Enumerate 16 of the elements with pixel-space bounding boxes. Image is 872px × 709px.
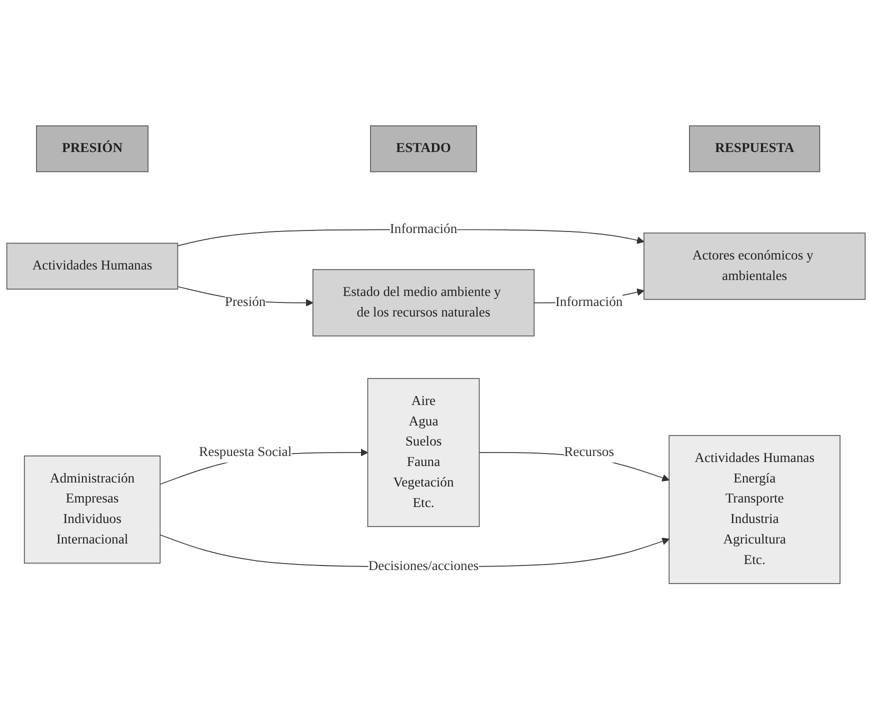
edge-label: Información: [390, 222, 458, 236]
node-box: [644, 232, 866, 300]
node-box: [689, 125, 820, 172]
node-box: [370, 125, 477, 172]
node-box: [312, 268, 535, 336]
node-box: [367, 378, 480, 527]
node-box: [24, 455, 161, 564]
edge-label: Decisiones/acciones: [368, 558, 479, 574]
node-box: [668, 434, 840, 584]
diagram: Información Presión Información Respuesta Social Recursos Decisiones/acciones PRESIÓN ESTADO RESPUESTA Actividades Humanas Estado del medio ambiente y de los recursos naturales Actores económicos y ambientales Actividades Humanas Energía Transporte Industria Agricultura Etc. Aire Agua Suelos Fauna Vegetación Etc. Administración Empresas Individuos Internacional: [0, 118, 872, 590]
edge-label: Respuesta Social: [198, 444, 292, 460]
node-box: [6, 242, 178, 290]
node-box: [36, 125, 148, 172]
edge-label: Información: [555, 294, 623, 310]
edge-label: Presión: [224, 294, 266, 310]
edge-label: Recursos: [564, 444, 614, 460]
